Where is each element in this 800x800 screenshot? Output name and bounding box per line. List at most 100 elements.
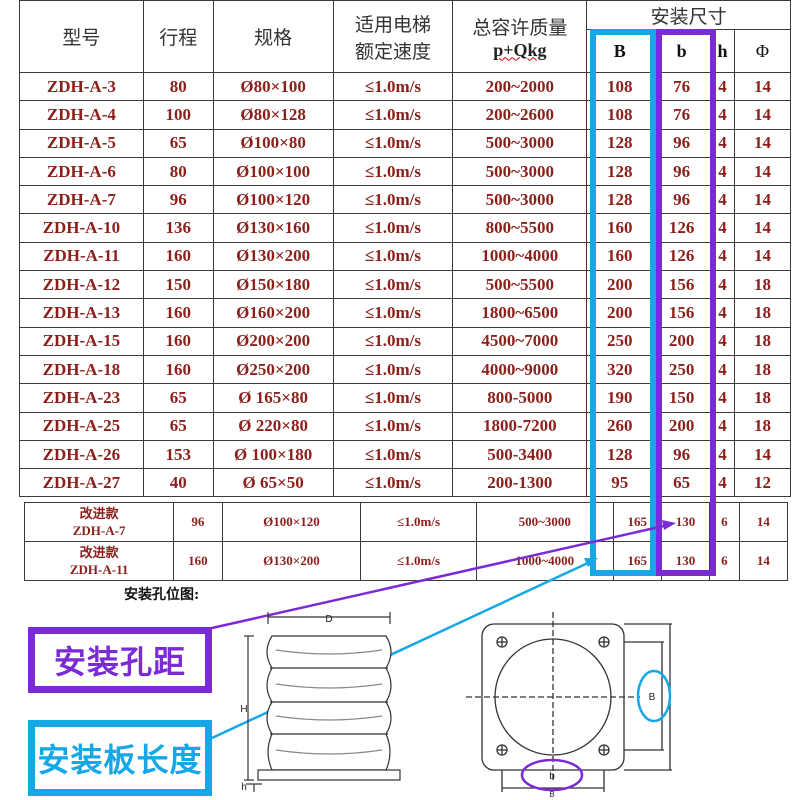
cell-b: 130 (660, 502, 711, 542)
diagram-label-B-bottom: B (549, 790, 554, 799)
cell-B: 200 (586, 298, 654, 328)
cell-phi: 14 (734, 156, 791, 187)
cell-phi: 14 (734, 71, 791, 102)
cell-B: 160 (586, 241, 654, 272)
improved-prefix: 改进款 (79, 545, 119, 560)
cell-speed: ≤1.0m/s (332, 71, 454, 102)
header-model: 型号 (19, 0, 144, 73)
header-spec: 规格 (212, 0, 334, 73)
improved-model: ZDH-A-7 (72, 523, 126, 538)
improved-model: ZDH-A-11 (69, 562, 129, 577)
cell-spec: Ø130×160 (212, 213, 334, 243)
cell-speed: ≤1.0m/s (332, 439, 454, 470)
cell-spec: Ø100×100 (212, 156, 334, 187)
cell-phi: 14 (734, 439, 791, 470)
header-B: B (586, 29, 654, 73)
cell-speed: ≤1.0m/s (332, 298, 454, 328)
cell-stroke: 80 (142, 156, 214, 187)
cell-spec: Ø80×128 (212, 100, 334, 130)
cell-spec: Ø130×200 (221, 541, 362, 581)
cell-stroke: 160 (142, 354, 214, 385)
spec-table: 型号 行程 规格 适用电梯 额定速度 总容许质量 p+Qkg 安装尺寸 B b … (19, 0, 791, 498)
cell-stroke: 100 (142, 100, 214, 130)
cell-speed: ≤1.0m/s (332, 270, 454, 300)
cell-stroke: 96 (142, 185, 214, 215)
cell-phi: 12 (734, 468, 791, 498)
cell-spec: Ø 100×180 (212, 439, 334, 470)
header-install-dims: 安装尺寸 (586, 0, 791, 30)
header-phi: Φ (734, 29, 791, 73)
cell-model: ZDH-A-15 (19, 326, 144, 356)
cell-model: ZDH-A-25 (19, 411, 144, 441)
cell-speed: ≤1.0m/s (332, 156, 454, 187)
cell-model: ZDH-A-10 (19, 213, 144, 243)
diagram-label-B: B (649, 692, 656, 703)
cell-phi: 18 (734, 270, 791, 300)
header-speed-line1: 适用电梯 (354, 13, 431, 36)
cell-model: ZDH-A-5 (19, 128, 144, 158)
cell-B: 108 (586, 71, 654, 102)
cell-mass: 200~2000 (452, 71, 588, 102)
diagram-label-h: h (241, 782, 247, 793)
cell-spec: Ø100×80 (212, 128, 334, 158)
header-stroke: 行程 (142, 0, 214, 73)
cell-stroke: 160 (142, 326, 214, 356)
cell-spec: Ø80×100 (212, 71, 334, 102)
cell-B: 190 (586, 383, 654, 413)
cell-speed: ≤1.0m/s (332, 326, 454, 356)
highlight-B-column (590, 29, 656, 576)
cell-stroke: 80 (142, 71, 214, 102)
cell-mass: 800~5500 (452, 213, 588, 243)
diagram-label-H: H (240, 704, 247, 715)
cell-stroke: 40 (142, 468, 214, 498)
arrow-spacing-head (662, 520, 676, 530)
cell-phi: 18 (734, 298, 791, 328)
cell-mass: 500-3400 (452, 439, 588, 470)
cell-model: ZDH-A-4 (19, 100, 144, 130)
header-mass: 总容许质量 p+Qkg (452, 0, 588, 73)
diagram-label-b: b (549, 771, 555, 782)
cell-B: 128 (586, 185, 654, 215)
cell-B: 260 (586, 411, 654, 441)
cell-phi: 14 (738, 541, 789, 581)
header-speed-line2: 额定速度 (354, 40, 431, 63)
highlight-diagram-B (636, 669, 672, 723)
improved-prefix: 改进款 (79, 506, 119, 521)
cell-stroke: 160 (173, 541, 223, 581)
label-plate-length: 安装板长度 (28, 720, 212, 796)
arrow-plate-head (584, 558, 598, 567)
cell-stroke: 150 (142, 270, 214, 300)
cell-speed: ≤1.0m/s (332, 383, 454, 413)
arrow-spacing (211, 523, 669, 630)
cell-spec: Ø 65×50 (212, 468, 334, 498)
cell-mass: 200-1300 (452, 468, 588, 498)
cell-stroke: 65 (142, 411, 214, 441)
cell-speed: ≤1.0m/s (332, 185, 454, 215)
cell-B: 108 (586, 100, 654, 130)
cell-stroke: 96 (173, 502, 223, 542)
cell-B: 128 (586, 156, 654, 187)
mounting-caption: 安装孔位图: (124, 587, 200, 603)
cell-speed: ≤1.0m/s (360, 541, 477, 581)
plate-top-view (466, 612, 672, 792)
cell-speed: ≤1.0m/s (332, 411, 454, 441)
cell-phi: 14 (734, 241, 791, 272)
cell-model: ZDH-A-26 (19, 439, 144, 470)
cell-phi: 14 (734, 213, 791, 243)
cell-stroke: 65 (142, 383, 214, 413)
cell-model: ZDH-A-6 (19, 156, 144, 187)
